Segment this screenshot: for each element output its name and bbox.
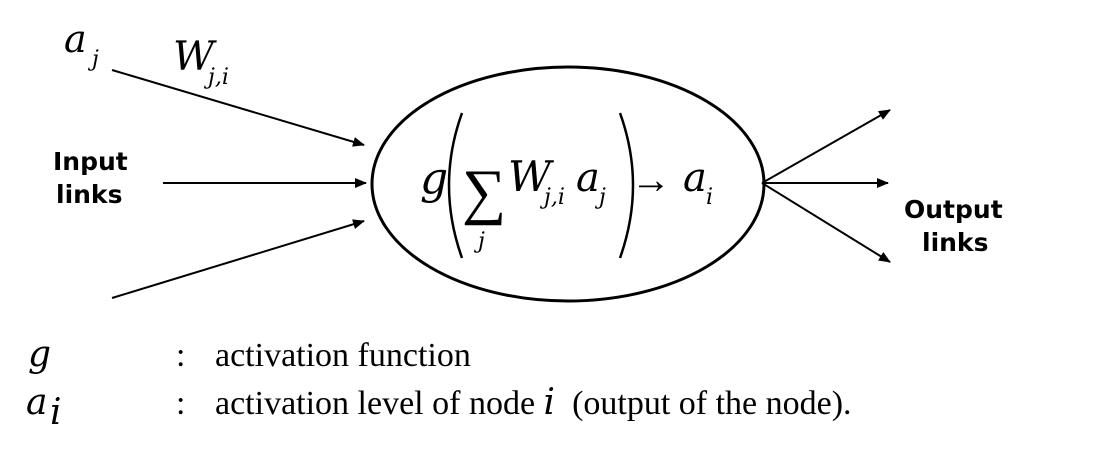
node-arrow: →: [631, 157, 671, 202]
input-weight-symbol: W: [173, 34, 217, 80]
legend-text-2-italic: i: [544, 382, 556, 423]
legend-text-2-after: (output of the node).: [555, 385, 852, 422]
legend-separator-2: :: [176, 385, 185, 422]
output-links-label-line2: links: [922, 228, 988, 257]
input-activation-symbol: a: [64, 17, 87, 61]
node-weight-symbol: W: [508, 152, 555, 201]
node-left-paren: [447, 112, 464, 259]
input-arrow-bottom: [111, 219, 365, 299]
output-arrow-top: [761, 109, 891, 184]
input-activation-subscript: j: [87, 47, 99, 72]
legend-text-2-before: activation level of node: [215, 385, 544, 422]
legend-text-2: activation level of node i (output of th…: [215, 382, 852, 423]
input-arrow-top: [111, 69, 365, 147]
node-activation-symbol: a: [576, 155, 600, 201]
node-function-symbol: g: [420, 153, 448, 204]
input-links-label-line2: links: [56, 180, 122, 209]
input-links-label-line1: Input: [53, 147, 128, 176]
legend-separator-1: :: [176, 337, 185, 374]
node-sum-symbol: ∑: [462, 158, 506, 226]
node-output-subscript: i: [706, 185, 713, 210]
output-arrow-bottom: [761, 182, 891, 263]
node-output-symbol: a: [683, 155, 707, 201]
legend-symbol-a-subscript: i: [50, 392, 62, 433]
input-weight-subscript: j,i: [203, 65, 229, 90]
node-right-paren: [618, 112, 635, 259]
output-links-label-line1: Output: [904, 195, 1003, 224]
legend-symbol-a: a: [26, 382, 47, 423]
node-sum-index: j: [473, 229, 485, 254]
legend-symbol-g: g: [28, 334, 51, 375]
node-weight-subscript: j,i: [539, 185, 565, 210]
legend-text-1: activation function: [215, 337, 471, 374]
neuron-node: [370, 65, 766, 303]
